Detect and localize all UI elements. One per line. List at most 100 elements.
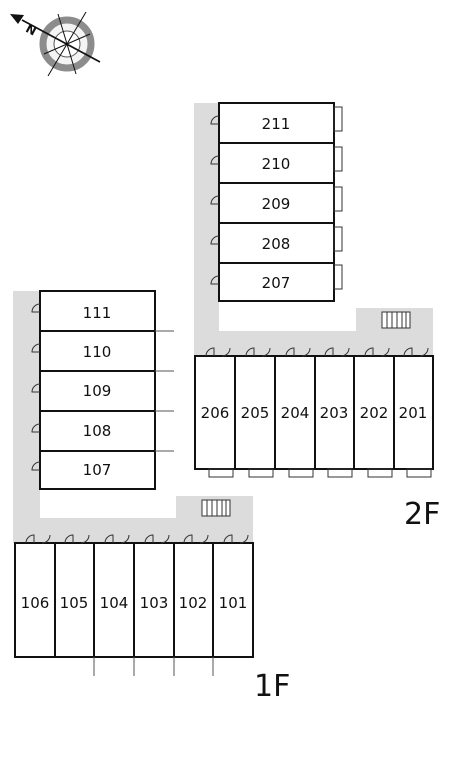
unit-label: 106 [21,594,50,612]
compass-axis [57,13,77,75]
unit-104 [93,542,135,658]
door-icon [205,347,215,357]
door-icon [364,347,374,357]
door-icon [210,155,220,165]
unit-105 [54,542,95,658]
door-icon [41,534,51,544]
balcony [333,106,343,132]
unit-107 [39,450,156,490]
unit-label: 206 [201,404,230,422]
unit-label: 203 [320,404,349,422]
unit-109 [39,370,156,412]
unit-label: 103 [140,594,169,612]
unit-label: 202 [360,404,389,422]
door-icon [403,347,413,357]
stairs-icon [381,311,411,329]
door-icon [31,303,41,313]
door-icon [31,343,41,353]
unit-label: 208 [262,235,291,253]
door-icon [64,534,74,544]
door-icon [31,461,41,471]
unit-row-1f-bottom: 106 105 104 103 102 101 [14,534,254,676]
door-icon [285,347,295,357]
door-icon [340,347,350,357]
door-icon [301,347,311,357]
balcony [208,468,234,478]
compass-needle [21,19,101,63]
door-icon [261,347,271,357]
unit-label: 210 [262,155,291,173]
unit-203 [314,355,355,470]
unit-103 [133,542,175,658]
floor-label-2f: 2F [404,497,440,532]
unit-101 [212,542,254,658]
door-icon [120,534,130,544]
unit-label: 108 [83,422,112,440]
unit-stack-1f-top: 111 110 109 108 107 [31,290,174,490]
door-icon [210,275,220,285]
unit-201 [393,355,434,470]
door-icon [221,347,231,357]
unit-label: 105 [60,594,89,612]
door-icon [324,347,334,357]
door-icon [199,534,209,544]
balcony [333,146,343,172]
floor-label-1f: 1F [254,669,290,704]
balcony [406,468,432,478]
unit-label: 107 [83,461,112,479]
door-icon [380,347,390,357]
door-icon [160,534,170,544]
corridor-1f [13,291,253,543]
door-icon [80,534,90,544]
unit-stack-2f-top: 211 210 209 208 207 [210,102,343,302]
unit-label: 104 [100,594,129,612]
door-icon [31,423,41,433]
unit-206 [194,355,236,470]
compass-north-letter: N [23,21,38,38]
door-icon [245,347,255,357]
unit-207 [218,262,335,302]
unit-108 [39,410,156,452]
compass-arrowhead [10,14,24,24]
unit-label: 207 [262,274,291,292]
door-icon [210,195,220,205]
floor-2f: 211 210 209 208 207 [194,102,440,532]
floor-1f: 111 110 109 108 107 [13,290,290,704]
unit-204 [274,355,316,470]
balcony [367,468,393,478]
balcony [333,186,343,212]
unit-label: 110 [83,343,112,361]
balcony [248,468,274,478]
unit-label: 102 [179,594,208,612]
door-icon [210,115,220,125]
stairs-icon [201,499,231,517]
unit-label: 211 [262,115,291,133]
unit-label: 111 [83,304,112,322]
door-icon [25,534,35,544]
unit-label: 204 [281,404,310,422]
unit-row-2f-bottom: 206 205 204 203 202 201 [194,347,434,478]
compass-icon: N [10,11,101,77]
unit-label: 201 [399,404,428,422]
door-icon [223,534,233,544]
door-icon [104,534,114,544]
corridor-2f [194,103,433,356]
balcony [333,264,343,290]
unit-label: 209 [262,195,291,213]
door-icon [419,347,429,357]
unit-label: 109 [83,382,112,400]
unit-label: 205 [241,404,270,422]
unit-106 [14,542,56,658]
unit-208 [218,222,335,264]
door-icon [210,235,220,245]
unit-211 [218,102,335,144]
balcony [327,468,353,478]
unit-210 [218,142,335,184]
balcony [333,226,343,252]
door-icon [239,534,249,544]
unit-label: 101 [219,594,248,612]
unit-202 [353,355,395,470]
unit-110 [39,330,156,372]
door-icon [144,534,154,544]
